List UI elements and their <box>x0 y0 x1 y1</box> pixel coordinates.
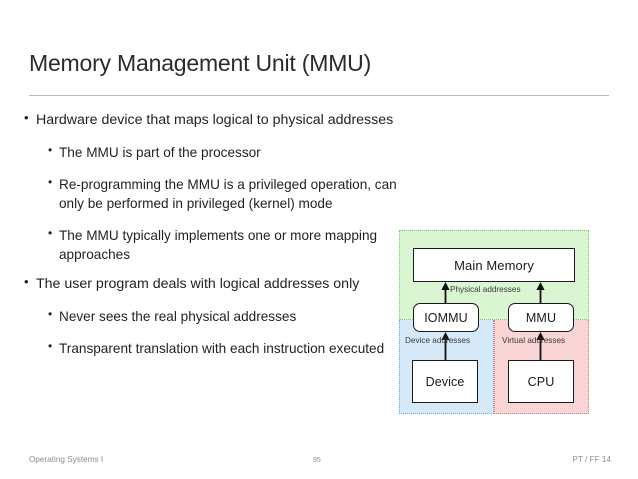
mmu-architecture-diagram: Main Memory IOMMU MMU Device CPU Physica… <box>399 230 589 414</box>
bullet-marker-icon: • <box>48 226 53 240</box>
bullet-marker-icon: • <box>24 274 29 289</box>
footer-authors: PT / FF 14 <box>572 455 611 464</box>
node-iommu: IOMMU <box>413 303 479 332</box>
node-mmu: MMU <box>508 303 574 332</box>
list-item: • Hardware device that maps logical to p… <box>24 110 408 130</box>
bullet-list: • Hardware device that maps logical to p… <box>24 110 408 358</box>
list-item-text: Never sees the real physical addresses <box>59 309 297 324</box>
list-item: • The MMU typically implements one or mo… <box>48 226 408 264</box>
edge-label-device-addresses: Device addresses <box>405 336 471 345</box>
bullet-marker-icon: • <box>48 339 53 353</box>
footer-course-name: Operating Systems I <box>29 455 104 464</box>
arrow-device-to-iommu <box>441 332 450 361</box>
arrow-mmu-to-main-memory <box>536 282 545 304</box>
page-title: Memory Management Unit (MMU) <box>29 50 372 76</box>
list-item: • The MMU is part of the processor <box>48 143 408 162</box>
list-item-text: The MMU typically implements one or more… <box>59 228 378 262</box>
arrow-iommu-to-main-memory <box>441 282 450 304</box>
title-divider <box>29 95 609 96</box>
list-item-text: Hardware device that maps logical to phy… <box>36 112 394 128</box>
node-cpu: CPU <box>508 360 574 403</box>
edge-label-physical-addresses: Physical addresses <box>450 285 521 294</box>
node-main-memory: Main Memory <box>413 248 575 282</box>
edge-label-virtual-addresses: Virtual addresses <box>502 336 566 345</box>
bullet-marker-icon: • <box>48 143 53 157</box>
list-item: • The user program deals with logical ad… <box>24 274 408 294</box>
bullet-marker-icon: • <box>24 110 29 125</box>
bullet-marker-icon: • <box>48 175 53 189</box>
bullet-marker-icon: • <box>48 307 53 321</box>
list-item: • Re-programming the MMU is a privileged… <box>48 175 408 213</box>
list-item-text: The user program deals with logical addr… <box>36 276 360 292</box>
list-item: • Never sees the real physical addresses <box>48 307 408 326</box>
node-device: Device <box>412 360 478 403</box>
list-item-text: Re-programming the MMU is a privileged o… <box>59 177 397 211</box>
arrow-cpu-to-mmu <box>536 332 545 361</box>
list-item: • Transparent translation with each inst… <box>48 339 408 358</box>
list-item-text: Transparent translation with each instru… <box>59 341 385 356</box>
footer-page-number: 95 <box>313 457 321 464</box>
list-item-text: The MMU is part of the processor <box>59 145 261 160</box>
